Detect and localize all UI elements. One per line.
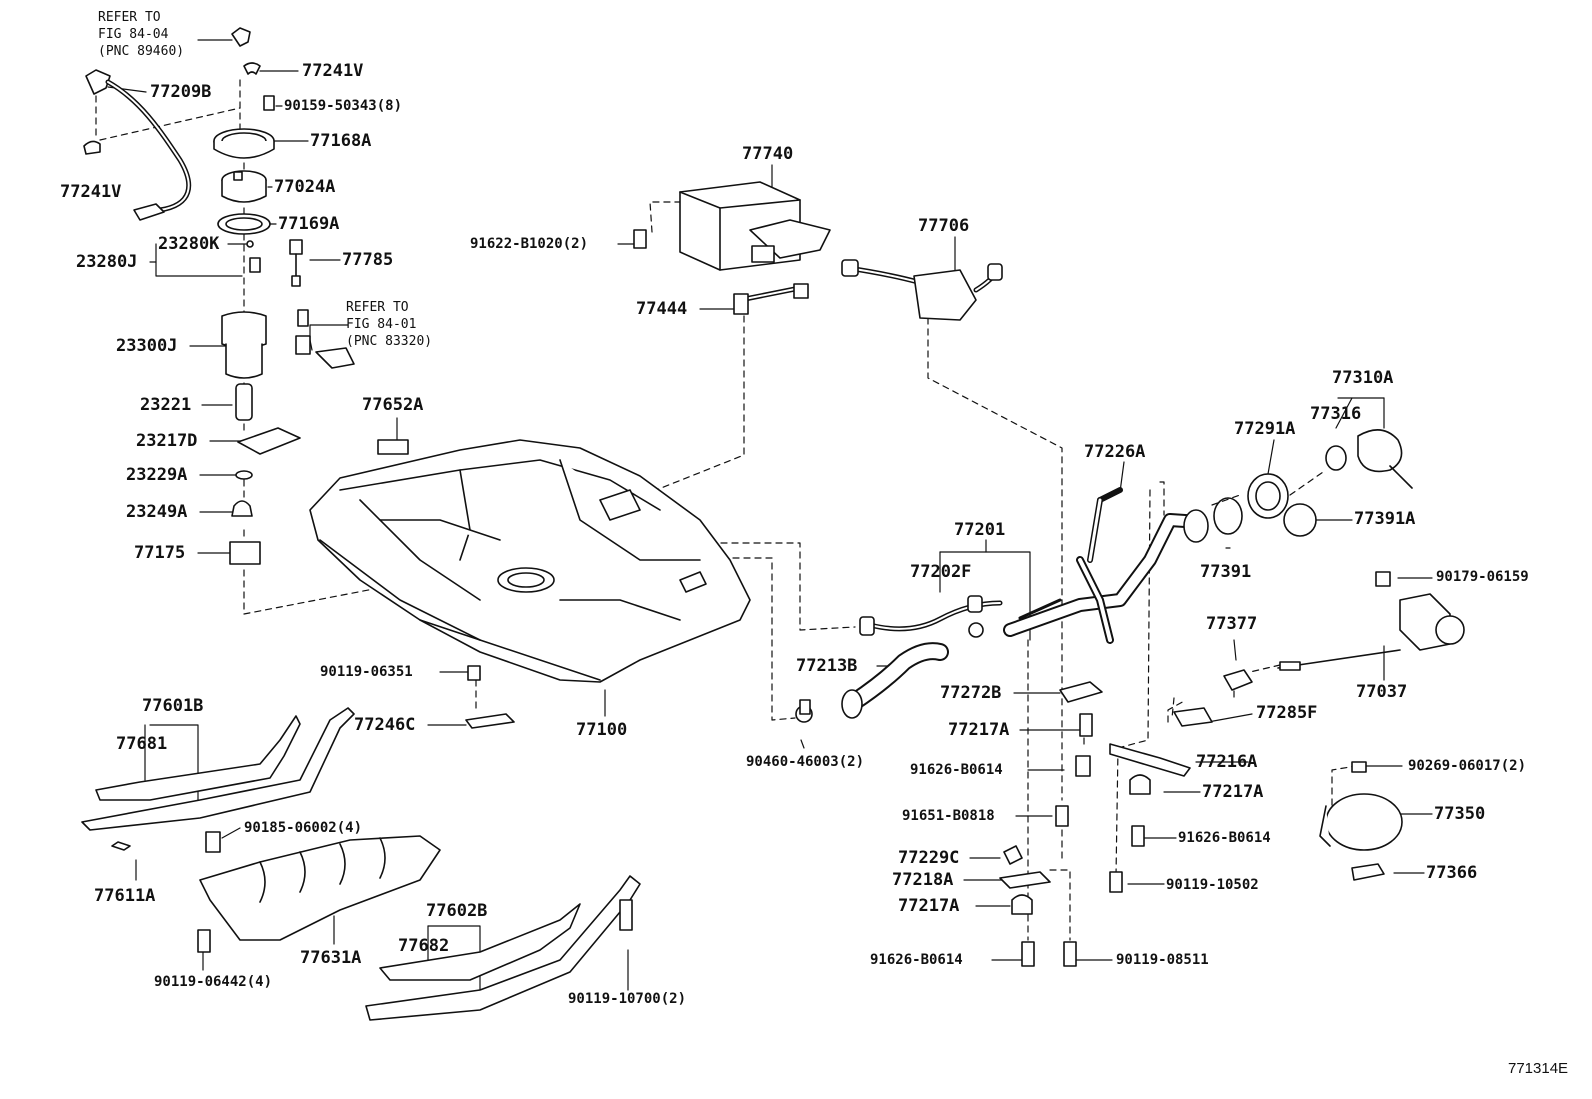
part-label[interactable]: 77444 bbox=[636, 299, 688, 319]
reference-note-84-04: REFER TO FIG 84-04 (PNC 89460) bbox=[98, 10, 185, 59]
part-label[interactable]: 90185-06002(4) bbox=[244, 820, 363, 836]
part-label[interactable]: 77217A bbox=[898, 896, 960, 916]
part-label[interactable]: 77631A bbox=[300, 948, 362, 968]
tank-straps bbox=[81, 707, 641, 1021]
part-label[interactable]: 90119-06442(4) bbox=[154, 974, 273, 990]
part-label[interactable]: 77740 bbox=[742, 144, 794, 164]
part-label[interactable]: 90119-06351 bbox=[320, 664, 413, 680]
part-label[interactable]: 77209B bbox=[150, 82, 212, 102]
part-label[interactable]: 23217D bbox=[136, 431, 198, 451]
part-label[interactable]: 77611A bbox=[94, 886, 156, 906]
part-label[interactable]: 23280K bbox=[158, 234, 220, 254]
part-label[interactable]: 77168A bbox=[310, 131, 372, 151]
part-label[interactable]: 77216A bbox=[1196, 752, 1258, 772]
part-label[interactable]: 77602B bbox=[426, 901, 488, 921]
charcoal-canister bbox=[633, 181, 831, 315]
part-label[interactable]: 77213B bbox=[796, 656, 858, 676]
part-label[interactable]: 77682 bbox=[398, 936, 450, 956]
part-label[interactable]: 90269-06017(2) bbox=[1408, 758, 1527, 774]
part-label[interactable]: 77241V bbox=[60, 182, 122, 202]
part-label[interactable]: 77316 bbox=[1310, 404, 1362, 424]
fuel-tank bbox=[309, 439, 751, 683]
fuel-vapor-valve bbox=[841, 259, 1003, 321]
part-label[interactable]: 77706 bbox=[918, 216, 970, 236]
part-label[interactable]: 77218A bbox=[892, 870, 954, 890]
part-label[interactable]: 91626-B0614 bbox=[870, 952, 963, 968]
part-label[interactable]: 90119-08511 bbox=[1116, 952, 1209, 968]
part-label[interactable]: 77681 bbox=[116, 734, 168, 754]
part-label[interactable]: 77226A bbox=[1084, 442, 1146, 462]
filler-cap-parts bbox=[1213, 429, 1465, 881]
reference-note-84-01: REFER TO FIG 84-01 (PNC 83320) bbox=[346, 300, 433, 349]
part-label[interactable]: 77652A bbox=[362, 395, 424, 415]
part-label[interactable]: 77169A bbox=[278, 214, 340, 234]
part-label[interactable]: 90119-10502 bbox=[1166, 877, 1259, 893]
part-label[interactable]: 90159-50343(8) bbox=[284, 98, 403, 114]
brackets bbox=[465, 665, 1213, 967]
part-label[interactable]: 77202F bbox=[910, 562, 972, 582]
part-label[interactable]: 77229C bbox=[898, 848, 960, 868]
part-label[interactable]: 77601B bbox=[142, 696, 204, 716]
part-label[interactable]: 77391A bbox=[1354, 509, 1416, 529]
part-label[interactable]: 77241V bbox=[302, 61, 364, 81]
part-label[interactable]: 91651-B0818 bbox=[902, 808, 995, 824]
part-label[interactable]: 23280J bbox=[76, 252, 138, 272]
figure-id: 771314E bbox=[1508, 1060, 1569, 1077]
part-label[interactable]: 77024A bbox=[274, 177, 336, 197]
part-label[interactable]: 77246C bbox=[354, 715, 416, 735]
part-label[interactable]: 77100 bbox=[576, 720, 628, 740]
part-label[interactable]: 90460-46003(2) bbox=[746, 754, 865, 770]
part-label[interactable]: 77310A bbox=[1332, 368, 1394, 388]
part-label[interactable]: 91626-B0614 bbox=[910, 762, 1003, 778]
part-label[interactable]: 77377 bbox=[1206, 614, 1258, 634]
part-label[interactable]: 77037 bbox=[1356, 682, 1408, 702]
part-label[interactable]: 77391 bbox=[1200, 562, 1252, 582]
part-label[interactable]: 23300J bbox=[116, 336, 178, 356]
part-label[interactable]: 23221 bbox=[140, 395, 192, 415]
part-label[interactable]: 77785 bbox=[342, 250, 394, 270]
dashed-lines bbox=[95, 79, 1357, 941]
part-label[interactable]: 77285F bbox=[1256, 703, 1318, 723]
part-label[interactable]: 77291A bbox=[1234, 419, 1296, 439]
part-label[interactable]: 90179-06159 bbox=[1436, 569, 1529, 585]
fuel-pump-assembly bbox=[83, 27, 409, 565]
part-label[interactable]: 23229A bbox=[126, 465, 188, 485]
part-label[interactable]: 77201 bbox=[954, 520, 1006, 540]
part-label[interactable]: 77217A bbox=[948, 720, 1010, 740]
part-label[interactable]: 77272B bbox=[940, 683, 1002, 703]
part-label[interactable]: 23249A bbox=[126, 502, 188, 522]
part-label[interactable]: 77366 bbox=[1426, 863, 1478, 883]
part-label[interactable]: 91626-B0614 bbox=[1178, 830, 1271, 846]
part-label[interactable]: 77217A bbox=[1202, 782, 1264, 802]
part-label[interactable]: 91622-B1020(2) bbox=[470, 236, 589, 252]
part-label[interactable]: 90119-10700(2) bbox=[568, 991, 687, 1007]
part-label[interactable]: 77350 bbox=[1434, 804, 1486, 824]
part-label[interactable]: 77175 bbox=[134, 543, 186, 563]
